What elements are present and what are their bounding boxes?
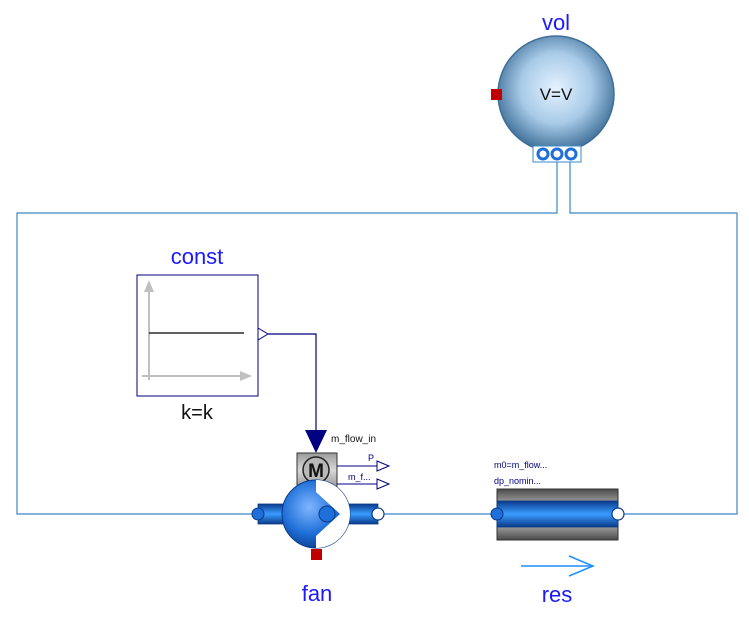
fan-component[interactable]: m_flow_in M P m_f... fan bbox=[251, 430, 391, 606]
vol-port-1-icon[interactable] bbox=[536, 147, 550, 161]
fan-motor-label: M bbox=[308, 461, 324, 482]
fan-output-p-label: P bbox=[368, 453, 374, 463]
connection-vol-to-fan[interactable] bbox=[16, 160, 558, 515]
fan-hub-icon bbox=[318, 505, 336, 523]
fan-outlet-port-icon[interactable] bbox=[371, 507, 385, 521]
res-pipe-inner bbox=[496, 500, 619, 528]
fan-input-label: m_flow_in bbox=[331, 434, 376, 445]
fan-heat-port-icon[interactable] bbox=[311, 549, 322, 560]
const-x-axis-arrow-icon bbox=[240, 371, 252, 381]
fan-impeller-icon bbox=[316, 480, 350, 548]
const-output-port-icon[interactable] bbox=[257, 327, 269, 341]
fan-output-p-port-icon[interactable] bbox=[376, 460, 391, 472]
const-y-axis-arrow-icon bbox=[144, 280, 154, 292]
const-name-label: const bbox=[171, 244, 224, 269]
fluid-connections bbox=[16, 160, 738, 515]
res-flow-arrow-head-icon bbox=[568, 555, 595, 577]
res-param2-label: dp_nomin... bbox=[494, 476, 541, 486]
fan-input-port-icon[interactable] bbox=[305, 430, 327, 453]
res-component[interactable]: m0=m_flow... dp_nomin... res bbox=[490, 460, 625, 607]
res-inlet-port-icon[interactable] bbox=[490, 507, 504, 521]
fan-inlet-port-icon[interactable] bbox=[251, 507, 265, 521]
vol-component[interactable]: vol V=V bbox=[491, 10, 615, 163]
fan-output-mflow-port-icon[interactable] bbox=[376, 478, 391, 490]
fan-output-mflow-label: m_f... bbox=[348, 472, 371, 482]
vol-heat-port-icon[interactable] bbox=[491, 89, 502, 100]
const-block-box bbox=[136, 274, 259, 397]
vol-param-label: V=V bbox=[540, 85, 573, 104]
const-component[interactable]: const k=k bbox=[136, 244, 269, 424]
vol-fluid-ports bbox=[536, 147, 578, 161]
const-param-label: k=k bbox=[181, 402, 214, 424]
vol-name-label: vol bbox=[542, 10, 570, 35]
res-outlet-port-icon[interactable] bbox=[611, 507, 625, 521]
signal-connection-const-to-fan[interactable] bbox=[268, 333, 317, 430]
res-name-label: res bbox=[542, 582, 573, 607]
vol-port-2-icon[interactable] bbox=[550, 147, 564, 161]
fan-name-label: fan bbox=[302, 581, 333, 606]
res-param1-label: m0=m_flow... bbox=[494, 460, 547, 470]
vol-port-3-icon[interactable] bbox=[564, 147, 578, 161]
connection-vol-to-res[interactable] bbox=[569, 160, 738, 515]
